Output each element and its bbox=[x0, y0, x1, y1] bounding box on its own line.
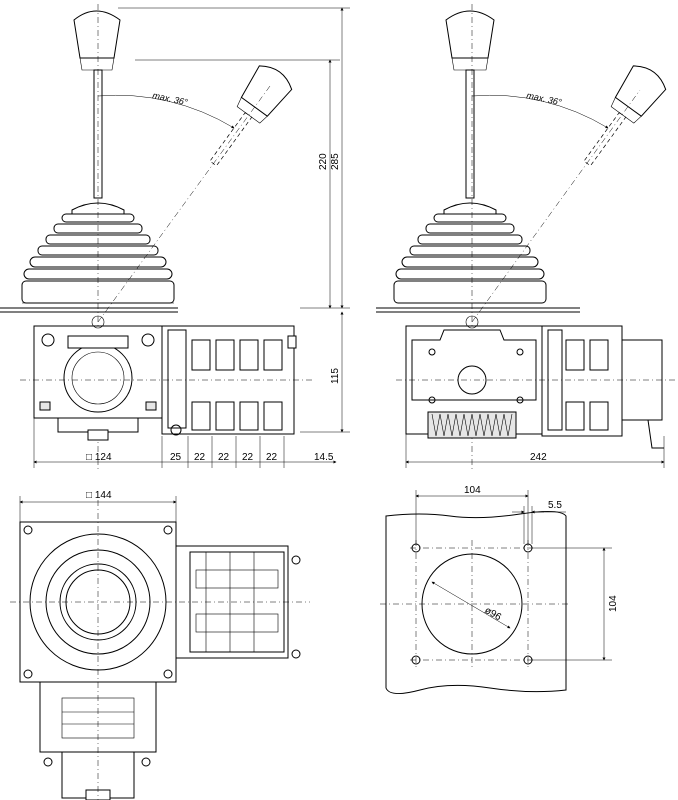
height-115-label: 115 bbox=[330, 368, 341, 384]
front-view-dimensions bbox=[33, 7, 350, 468]
height-220-label: 220 bbox=[318, 153, 329, 170]
width-144-label: □ 144 bbox=[86, 490, 112, 501]
width-22b-label: 22 bbox=[218, 452, 230, 463]
side-view bbox=[376, 4, 676, 470]
width-124-label: □ 124 bbox=[86, 452, 112, 463]
panel-cutout-labels: 104 5.5 104 ø96 bbox=[464, 485, 619, 623]
top-view bbox=[10, 500, 310, 800]
width-14-5-label: 14.5 bbox=[314, 452, 334, 463]
angle-label-left: max. 36° bbox=[152, 90, 189, 107]
width-22a-label: 22 bbox=[194, 452, 206, 463]
diameter-96-label: ø96 bbox=[483, 605, 504, 623]
front-view bbox=[0, 4, 312, 470]
height-285-label: 285 bbox=[330, 153, 341, 170]
width-22d-label: 22 bbox=[266, 452, 278, 463]
side-view-dimensions bbox=[405, 434, 665, 468]
panel-cutout-dimensions bbox=[415, 490, 612, 661]
width-242-label: 242 bbox=[530, 452, 547, 463]
width-22c-label: 22 bbox=[242, 452, 254, 463]
panel-cutout bbox=[380, 510, 570, 694]
angle-label-right: max. 36° bbox=[526, 90, 563, 107]
hole-104-v-label: 104 bbox=[608, 595, 619, 612]
hole-104-h-label: 104 bbox=[464, 485, 481, 496]
front-view-labels: max. 36° 220 285 115 □ 124 25 22 22 22 2… bbox=[86, 90, 341, 463]
hole-5-5-label: 5.5 bbox=[548, 500, 562, 511]
top-view-dimensions bbox=[19, 496, 177, 522]
width-25-label: 25 bbox=[170, 452, 182, 463]
top-view-labels: □ 144 bbox=[86, 490, 112, 501]
